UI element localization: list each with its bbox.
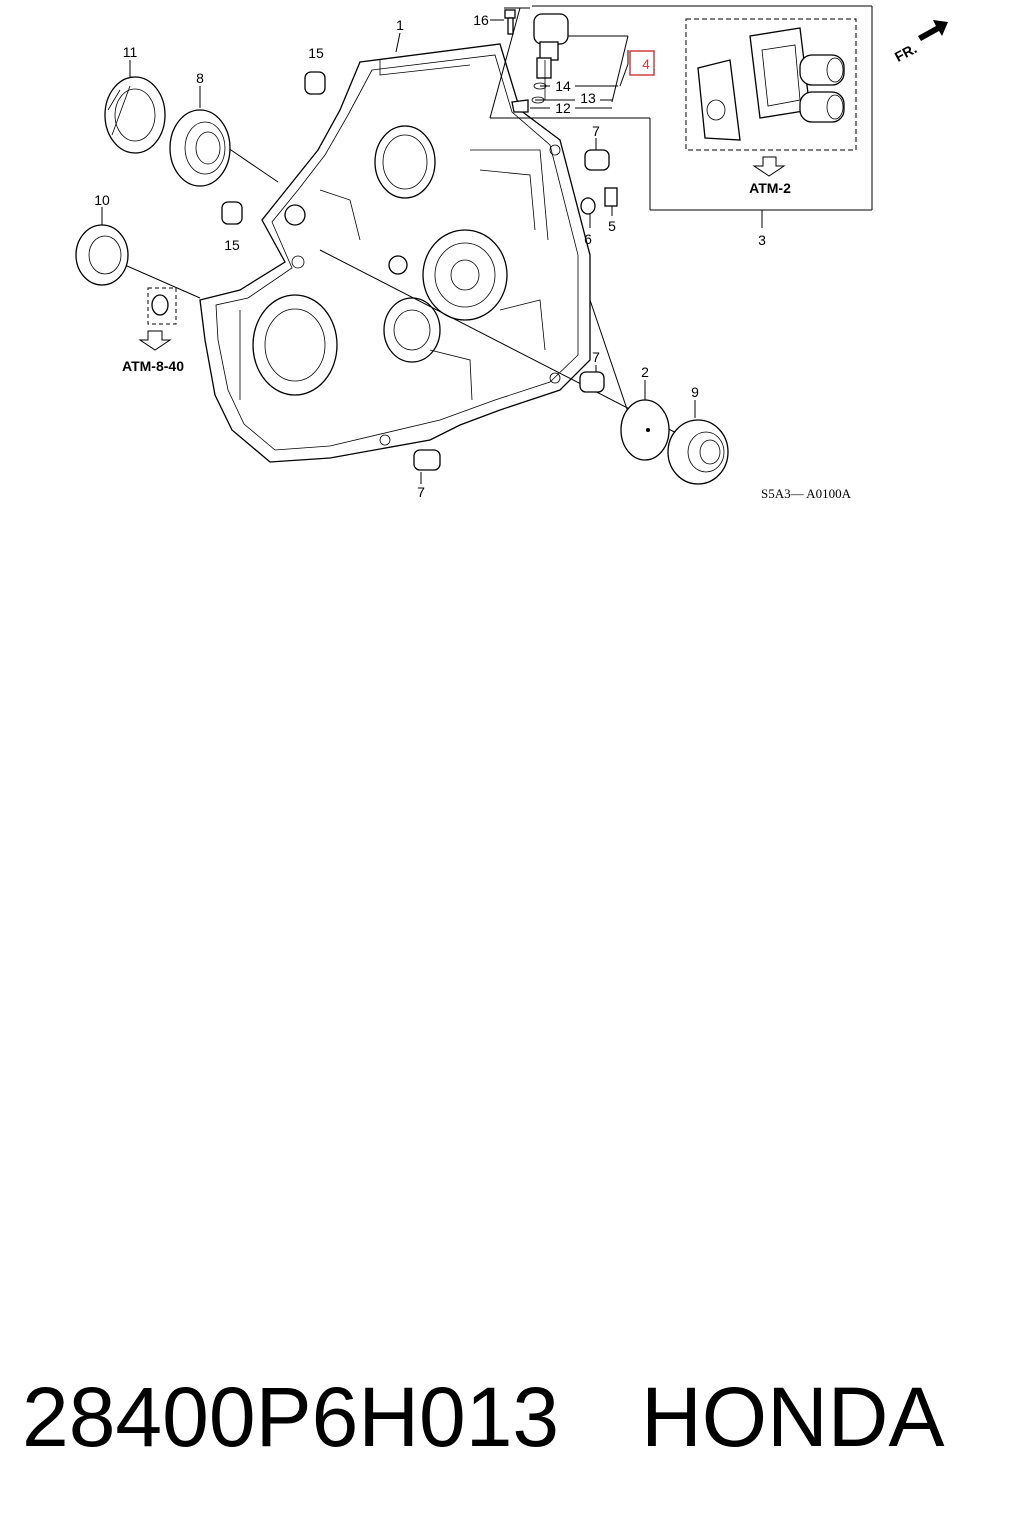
breather-cap — [151, 294, 169, 316]
washer-6 — [580, 197, 596, 215]
shift-solenoid-assembly — [511, 13, 569, 113]
front-arrow-icon — [918, 20, 948, 41]
dowel-pin-15-top — [304, 71, 326, 95]
callout-16: 16 — [473, 12, 489, 28]
part-number: 28400P6H013 — [22, 1370, 560, 1464]
callout-14: 14 — [555, 78, 571, 94]
callout-6: 6 — [584, 231, 592, 247]
atm840-detail-box — [147, 287, 177, 325]
ref-atm-8-40: ATM-8-40 — [122, 358, 184, 374]
bolt-5 — [604, 187, 618, 207]
front-label: FR. — [892, 40, 919, 65]
bolt-16 — [504, 9, 516, 35]
part-caption: 28400P6H013 HONDA — [22, 1362, 1012, 1472]
callout-7-lower: 7 — [417, 484, 425, 500]
callout-4: 4 — [642, 56, 650, 72]
dowel-pin-7-lower — [413, 449, 441, 471]
callout-7-upper: 7 — [592, 123, 600, 139]
dowel-pin-7-middle — [579, 371, 605, 393]
callout-11: 11 — [123, 44, 138, 60]
callout-2: 2 — [641, 364, 649, 380]
ref-atm2: ATM-2 — [749, 180, 791, 196]
callout-8: 8 — [196, 70, 204, 86]
callout-15-left: 15 — [224, 237, 240, 253]
callout-4-highlight — [629, 50, 655, 76]
disc-2 — [620, 399, 670, 461]
callout-15-top: 15 — [308, 45, 324, 61]
transmission-housing — [199, 43, 591, 463]
callout-1: 1 — [396, 17, 404, 33]
dowel-pin-7-upper — [584, 149, 610, 171]
callout-3: 3 — [758, 232, 766, 248]
callout-7-middle: 7 — [592, 349, 600, 365]
callout-10: 10 — [94, 192, 110, 208]
oil-seal-11 — [104, 76, 166, 154]
atm2-inset — [685, 18, 857, 151]
atm2-arrow-icon — [752, 156, 786, 177]
parts-diagram: 1 2 3 4 5 6 7 7 7 8 9 10 11 12 13 14 15 … — [75, 5, 948, 501]
oil-seal-10 — [75, 224, 129, 286]
brand-name: HONDA — [641, 1370, 945, 1464]
bearing-8 — [169, 109, 231, 187]
atm840-arrow-icon — [138, 330, 172, 351]
callout-13: 13 — [580, 90, 596, 106]
callout-5: 5 — [608, 218, 616, 234]
bearing-9 — [667, 419, 729, 485]
diagram-code: S5A3— A0100A — [761, 486, 852, 501]
dowel-pin-15-left — [221, 201, 243, 225]
callout-12: 12 — [555, 100, 571, 116]
callout-9: 9 — [691, 384, 699, 400]
